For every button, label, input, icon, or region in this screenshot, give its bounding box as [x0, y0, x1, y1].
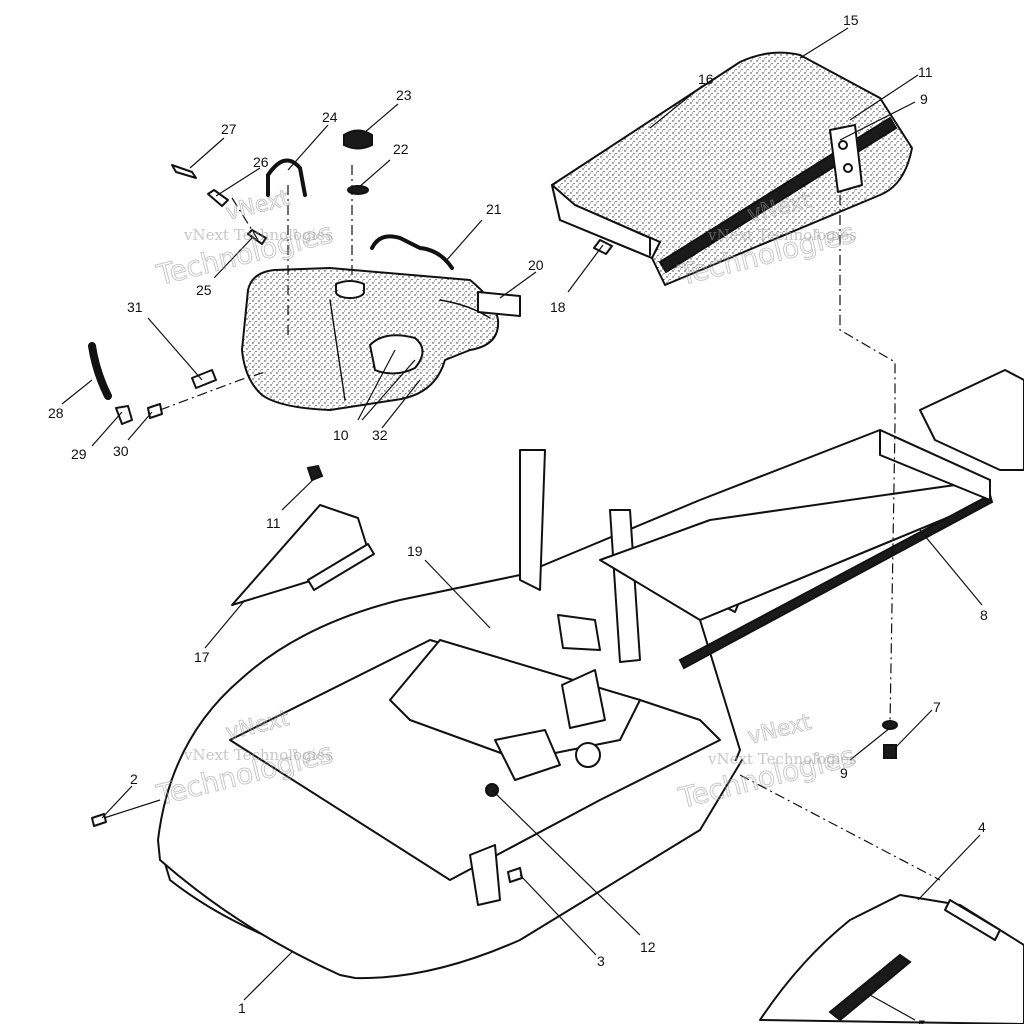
callout-4: 4 — [978, 819, 986, 835]
callout-3: 3 — [597, 953, 605, 969]
chassis-pan — [157, 369, 1024, 980]
callout-9-lower: 9 — [840, 765, 848, 781]
callout-20: 20 — [528, 257, 544, 273]
leader-lines — [61, 27, 983, 1021]
callout-32: 32 — [372, 427, 388, 443]
frame-post-left — [519, 449, 546, 591]
watermark-text-4: vNext Technologies — [707, 226, 857, 244]
watermark-text-12: vNext — [745, 710, 814, 750]
pad-20 — [477, 291, 521, 317]
seat-bracket — [829, 124, 863, 193]
callout-30: 30 — [113, 443, 129, 459]
watermark-text-10: vNext Technologies — [707, 750, 857, 768]
callout-9-seat: 9 — [920, 91, 928, 107]
alignment-line-seat — [839, 195, 896, 726]
callout-15: 15 — [843, 12, 859, 28]
bolt-3 — [507, 867, 523, 883]
callout-27: 27 — [221, 121, 237, 137]
fitting-26 — [207, 189, 229, 207]
callout-29: 29 — [71, 446, 87, 462]
fitting-31 — [191, 369, 217, 389]
callout-labels: 1 2 3 4 5 7 8 9 9 10 11 11 12 15 16 17 1… — [48, 12, 988, 1024]
seat-assembly — [551, 51, 913, 286]
vent-27 — [171, 164, 197, 179]
shield-17 — [231, 504, 369, 606]
hose-clip-24 — [266, 158, 307, 197]
hose-28 — [88, 342, 112, 400]
callout-24: 24 — [322, 109, 338, 125]
callout-18: 18 — [550, 299, 566, 315]
callout-11-seat: 11 — [918, 64, 933, 80]
alignment-line-fitting — [159, 371, 266, 411]
callout-28: 28 — [48, 405, 64, 421]
callout-17: 17 — [194, 649, 210, 665]
alignment-line-tunnel — [739, 774, 941, 881]
gasket-22 — [347, 185, 369, 195]
seat-latch — [593, 239, 613, 255]
callout-7: 7 — [933, 699, 941, 715]
nut-11 — [306, 464, 324, 482]
watermark-text-1: vNext Technologies — [183, 226, 333, 244]
cap-23 — [343, 129, 373, 150]
watermark-text-7: vNext Technologies — [183, 746, 333, 764]
watermark-text-3: vNext — [223, 186, 292, 226]
callout-16: 16 — [698, 71, 714, 87]
fitting-25 — [247, 229, 267, 245]
alignment-line-clip — [231, 197, 259, 241]
callout-21: 21 — [486, 201, 502, 217]
callout-1: 1 — [238, 1000, 246, 1016]
tunnel-piece — [759, 894, 1024, 1024]
callout-11-nut: 11 — [266, 515, 281, 531]
elbow-29 — [115, 405, 133, 425]
callout-26: 26 — [253, 154, 269, 170]
callout-23: 23 — [396, 87, 412, 103]
callout-8: 8 — [980, 607, 988, 623]
callout-12: 12 — [640, 939, 656, 955]
callout-2: 2 — [130, 771, 138, 787]
fuel-line-21 — [370, 234, 454, 270]
callout-5: 5 — [918, 1017, 926, 1024]
fuel-tank — [241, 267, 500, 411]
callout-25: 25 — [196, 282, 212, 298]
rear-bracket — [919, 369, 1024, 471]
rail-8 — [678, 493, 994, 670]
callout-19: 19 — [407, 543, 423, 559]
callout-31: 31 — [127, 299, 143, 315]
callout-22: 22 — [393, 141, 409, 157]
shield-17-edge — [307, 543, 375, 591]
bolt-7 — [883, 744, 897, 759]
valve-30 — [147, 403, 163, 419]
callout-10: 10 — [333, 427, 349, 443]
